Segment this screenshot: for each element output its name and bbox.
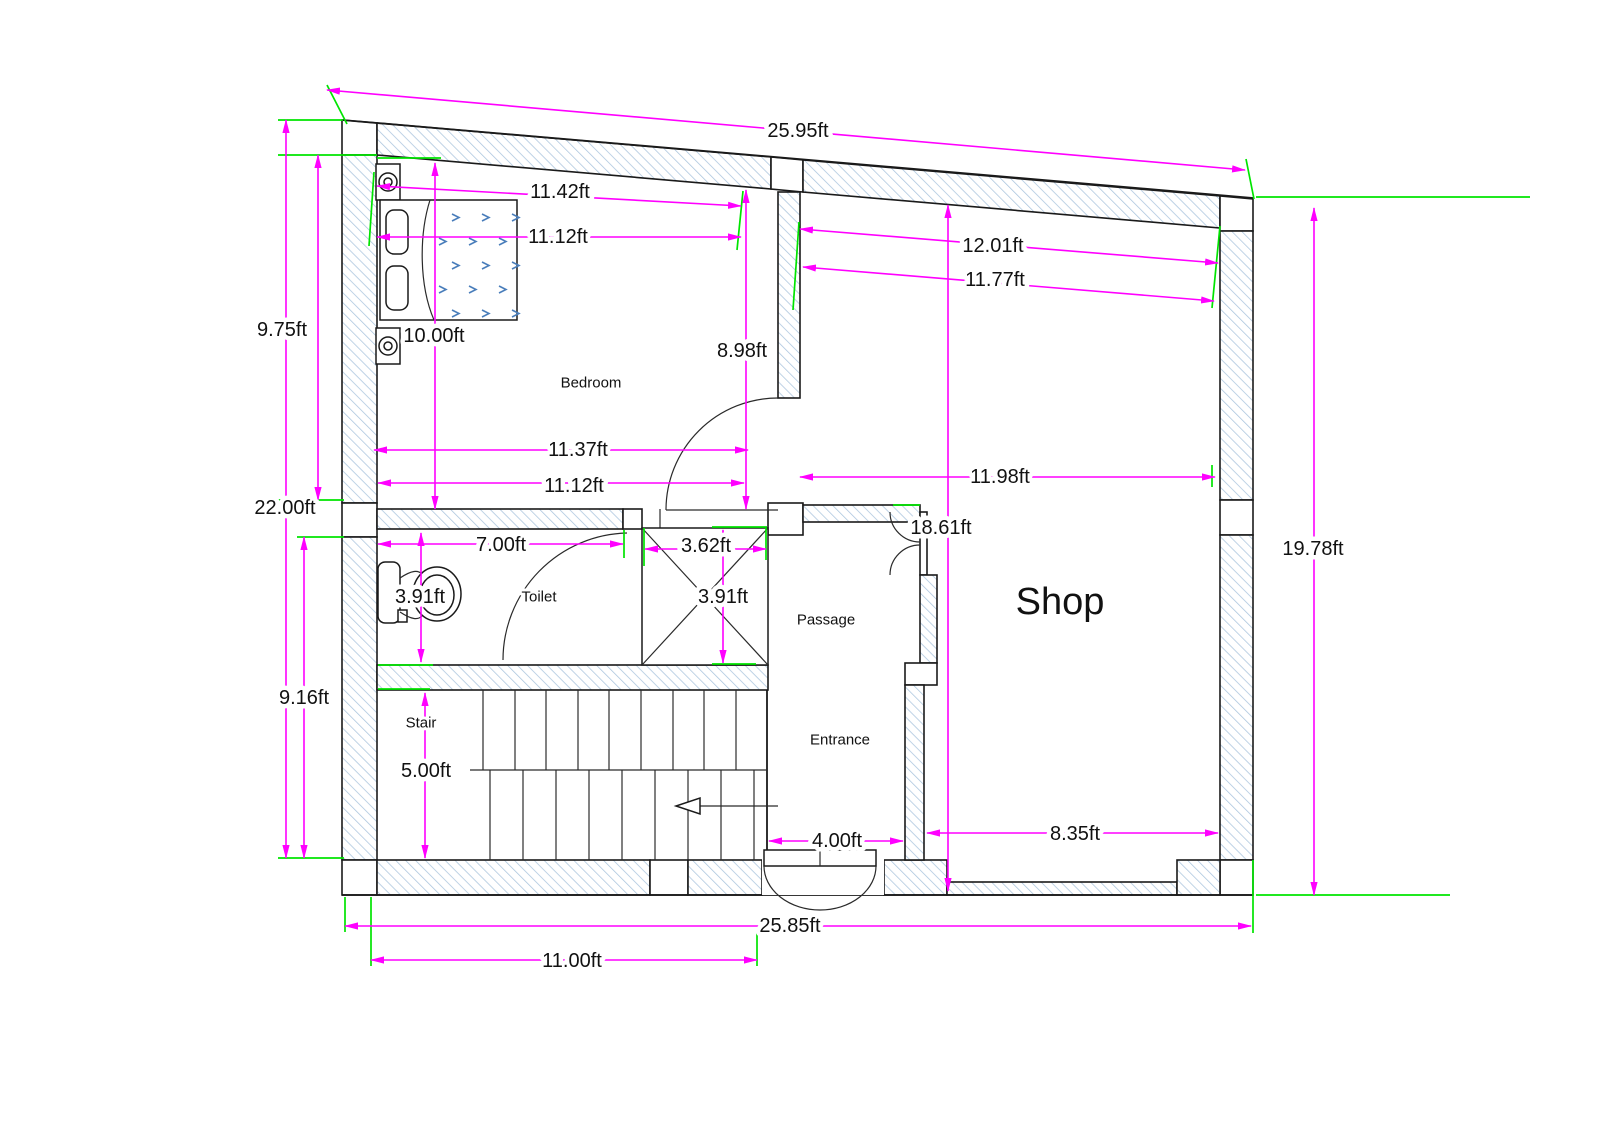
- wall-passage-top: [802, 504, 921, 523]
- wall-top-left-band: [376, 122, 772, 190]
- wall-bedroom-toilet: [376, 508, 624, 530]
- room-label-5: Shop: [1016, 581, 1105, 623]
- wall-toilet-stair: [376, 664, 769, 691]
- dimension-label-7: 8.98ft: [717, 340, 767, 362]
- entrance-door-arc-right: [819, 865, 877, 911]
- dimension-label-19: 5.00ft: [401, 760, 451, 782]
- lamp-top-inner-icon: [383, 177, 393, 187]
- jamb-toilet-shower: [622, 508, 643, 530]
- dimension-label-1: 11.42ft: [530, 181, 590, 203]
- dimension-label-15: 19.78ft: [1282, 538, 1344, 560]
- window-right-wall: [1219, 499, 1254, 536]
- dimension-label-12: 3.62ft: [681, 535, 731, 557]
- bed-arrow-icon: [438, 285, 448, 294]
- shop-door-arc-lower: [889, 544, 921, 576]
- wall-bottom-left: [376, 859, 651, 896]
- column-passage-shop: [904, 662, 938, 686]
- wall-bottom-entrance-left: [687, 859, 763, 896]
- bed-arrow-icon: [498, 285, 508, 294]
- wall-right-lower: [1219, 534, 1254, 861]
- column-top-left: [341, 119, 378, 156]
- bed-arrow-icon: [481, 213, 491, 222]
- dimension-lines: [282, 87, 1318, 964]
- room-label-3: Entrance: [810, 732, 870, 749]
- bed-arrow-icon: [481, 261, 491, 270]
- column-bottom-left: [341, 859, 378, 896]
- bed-arrow-icon: [511, 309, 521, 318]
- column-top-middle: [770, 156, 804, 193]
- wall-top-right-band: [802, 159, 1221, 229]
- bed-arrow-icon: [451, 309, 461, 318]
- room-label-2: Passage: [797, 612, 855, 629]
- bedroom-door-arc: [665, 397, 779, 511]
- dimension-label-3: 12.01ft: [962, 235, 1024, 257]
- cistern: [377, 561, 401, 624]
- bed-arrow-icon: [511, 261, 521, 270]
- lamp-bottom-inner-icon: [383, 341, 393, 351]
- column-bottom-right: [1219, 859, 1254, 896]
- dimension-label-6: 10.00ft: [403, 325, 465, 347]
- pillow-2: [385, 265, 409, 311]
- stair-direction-arrowhead: [673, 796, 701, 816]
- dimension-label-10: 22.00ft: [254, 497, 316, 519]
- dimension-label-13: 18.61ft: [910, 517, 972, 539]
- room-label-1: Toilet: [521, 589, 557, 606]
- doors: [502, 397, 921, 911]
- bed-arrow-icon: [511, 213, 521, 222]
- dimension-label-21: 4.00ft: [812, 830, 862, 852]
- toilet-fixtures: [377, 561, 462, 624]
- column-bottom-stair: [649, 859, 689, 896]
- dimension-label-14: 11.98ft: [970, 466, 1030, 488]
- dimension-label-2: 11.12ft: [528, 226, 588, 248]
- room-label-4: Stair: [406, 715, 437, 732]
- bedroom-furniture: [375, 163, 521, 365]
- dimension-label-4: 11.77ft: [965, 269, 1025, 291]
- blanket-fold-line: [421, 199, 435, 321]
- dimension-label-11: 7.00ft: [476, 534, 526, 556]
- stair-treads: [482, 690, 755, 860]
- bed-arrow-icon: [451, 213, 461, 222]
- bed-arrow-icon: [468, 285, 478, 294]
- dimension-label-22: 25.85ft: [759, 915, 821, 937]
- dimension-label-18: 9.16ft: [279, 687, 329, 709]
- dimension-label-5: 9.75ft: [257, 319, 307, 341]
- room-label-0: Bedroom: [561, 375, 622, 392]
- bed-arrow-icon: [481, 309, 491, 318]
- dimension-label-20: 8.35ft: [1050, 823, 1100, 845]
- shop-door-arc-upper: [889, 511, 921, 543]
- wall-left-lower: [341, 536, 378, 861]
- wall-bedroom-passage: [777, 191, 801, 399]
- shopfront-sill: [946, 881, 1178, 896]
- dimension-label-8: 11.37ft: [548, 439, 608, 461]
- dimension-label-0: 25.95ft: [767, 120, 829, 142]
- dimension-label-9: 11.12ft: [544, 475, 604, 497]
- dimension-label-16: 3.91ft: [395, 586, 445, 608]
- stairs: [470, 690, 778, 860]
- dim-11.77: [802, 264, 1215, 304]
- column-left-middle: [341, 502, 378, 538]
- wall-bottom-shop-corner: [1176, 859, 1221, 896]
- column-top-right: [1219, 195, 1254, 232]
- pillow-1: [385, 209, 409, 255]
- bed-pattern-arrows: [438, 213, 521, 318]
- bed-arrow-icon: [451, 261, 461, 270]
- column-center: [767, 502, 804, 536]
- dim-25.95: [326, 87, 1246, 173]
- dimension-label-23: 11.00ft: [542, 950, 602, 972]
- wall-bottom-entrance-right: [883, 859, 948, 896]
- wall-right-upper: [1219, 230, 1254, 501]
- dim-12.01: [799, 226, 1219, 266]
- dimension-label-17: 3.91ft: [698, 586, 748, 608]
- wall-passage-shop-upper: [919, 574, 938, 664]
- entrance-door-arc-left: [763, 865, 821, 911]
- toilet-door-arc: [502, 532, 628, 661]
- dimension-label-layer: 25.95ft 11.42ft 11.12ft 12.01ft 11.77ft 9.75f…: [250, 116, 1349, 977]
- wall-entrance-shop: [904, 684, 925, 861]
